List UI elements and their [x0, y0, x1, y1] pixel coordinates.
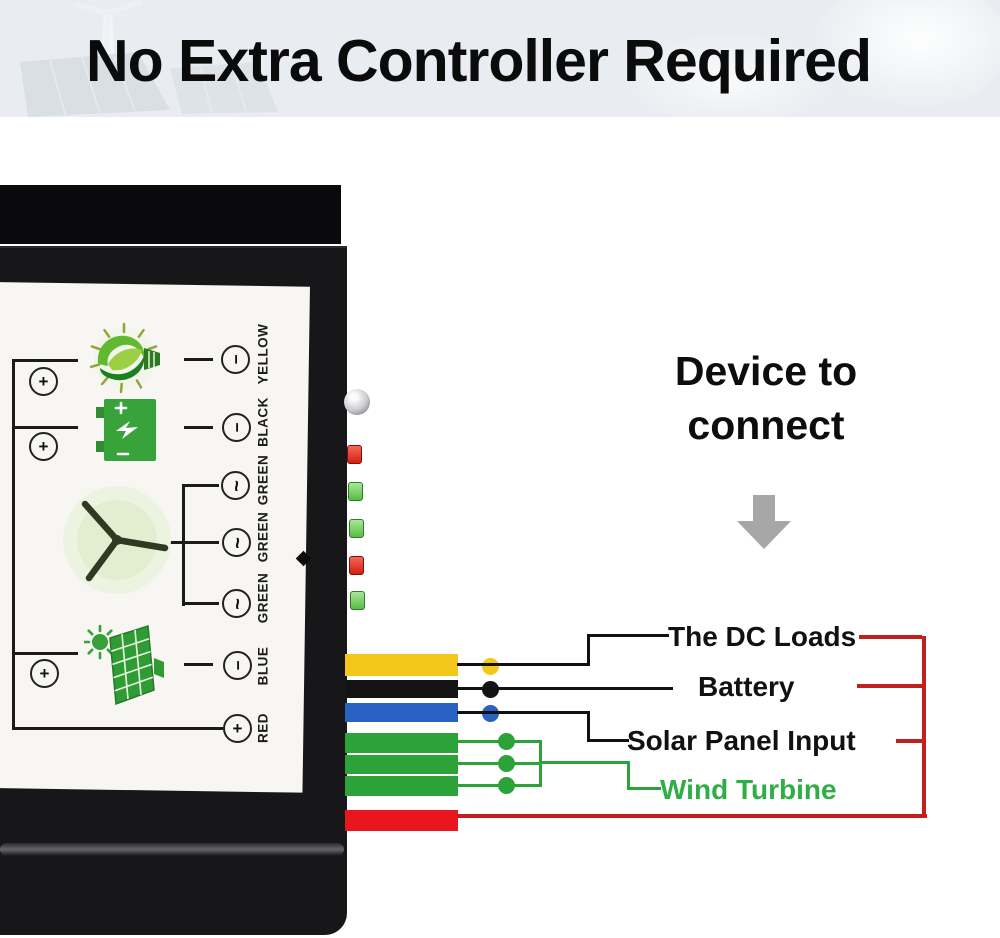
status-led-green — [350, 591, 365, 610]
page-title: No Extra Controller Required — [86, 28, 872, 94]
connection-line — [587, 634, 669, 637]
connection-line — [587, 711, 590, 742]
schematic-line — [12, 652, 78, 655]
schematic-line — [184, 663, 213, 666]
controller-bevel-highlight — [0, 843, 344, 856]
connection-dot-yellow — [482, 658, 499, 675]
terminal-ac: ~ — [222, 528, 251, 557]
schematic-line — [184, 358, 213, 361]
green-connection-line — [457, 784, 542, 787]
schematic-line — [12, 727, 223, 730]
status-led-green — [349, 519, 364, 538]
red-bus-line — [859, 635, 922, 639]
eco-bulb-icon — [89, 322, 160, 394]
terminal-negative: − — [223, 651, 252, 680]
schematic-line — [182, 602, 219, 605]
green-connection-line — [627, 761, 630, 790]
status-led-red — [347, 445, 362, 464]
connection-line — [457, 663, 590, 666]
background-band — [0, 0, 1000, 130]
terminal-ac: ~ — [222, 589, 251, 618]
heading-line2: connect — [687, 402, 845, 448]
schematic-bracket — [182, 485, 185, 606]
schematic-line — [12, 426, 78, 429]
down-arrow-icon — [753, 495, 775, 522]
red-bus-line — [922, 636, 926, 818]
terminal-negative: − — [222, 413, 251, 442]
connection-line — [587, 739, 629, 742]
status-led-green — [348, 482, 363, 501]
red-bus-line — [457, 814, 927, 818]
wire-color-label: BLUE — [255, 646, 271, 686]
controller-top-bar — [0, 185, 341, 244]
wind-turbine-icon — [63, 486, 171, 594]
wire-blue — [345, 703, 458, 722]
wire-green — [345, 776, 458, 796]
wire-yellow — [345, 654, 458, 676]
connection-label-solar: Solar Panel Input — [627, 725, 856, 756]
wire-color-label: RED — [255, 712, 271, 744]
terminal-negative: − — [221, 345, 250, 374]
wire-green — [345, 733, 458, 753]
connection-label-battery: Battery — [698, 671, 795, 702]
red-bus-line — [857, 684, 922, 688]
terminal-ac: ~ — [221, 471, 250, 500]
schematic-line — [184, 426, 213, 429]
schematic-line — [182, 484, 219, 487]
wire-green — [345, 755, 458, 774]
solar-panel-icon — [84, 624, 164, 706]
device-to-connect-heading: Device to connect — [590, 344, 942, 452]
wire-color-label: YELLOW — [255, 323, 271, 385]
schematic-line — [182, 541, 219, 544]
wire-color-label: GREEN — [255, 572, 271, 624]
red-bus-line — [896, 739, 922, 743]
green-connection-line — [457, 740, 542, 743]
wire-color-label: GREEN — [255, 454, 271, 506]
down-arrow-icon — [737, 521, 791, 549]
terminal-positive: + — [30, 659, 59, 688]
connection-label-wind: Wind Turbine — [660, 774, 837, 805]
wire-black — [345, 680, 458, 698]
wire-color-label: BLACK — [255, 397, 271, 447]
terminal-positive: + — [29, 432, 58, 461]
green-connection-line — [542, 761, 630, 764]
terminal-positive: + — [29, 367, 58, 396]
battery-icon — [96, 399, 156, 461]
indicator-dome — [344, 389, 370, 415]
connection-line — [587, 634, 590, 666]
heading-line1: Device to — [674, 348, 858, 394]
wire-color-label: GREEN — [255, 511, 271, 563]
terminal-positive: + — [223, 714, 252, 743]
connection-line — [457, 711, 590, 714]
green-connection-line — [539, 740, 542, 787]
green-connection-line — [457, 762, 542, 765]
bg-wind-solar-photo — [20, 0, 278, 117]
schematic-bus-line — [12, 360, 15, 728]
bg-cloud — [810, 0, 1000, 110]
connection-label-dc-loads: The DC Loads — [668, 621, 857, 652]
schematic-line — [12, 359, 78, 362]
green-connection-line — [627, 787, 661, 790]
wire-red — [345, 810, 458, 831]
bg-cloud — [620, 30, 840, 130]
status-led-red — [349, 556, 364, 575]
connection-line — [457, 687, 673, 690]
